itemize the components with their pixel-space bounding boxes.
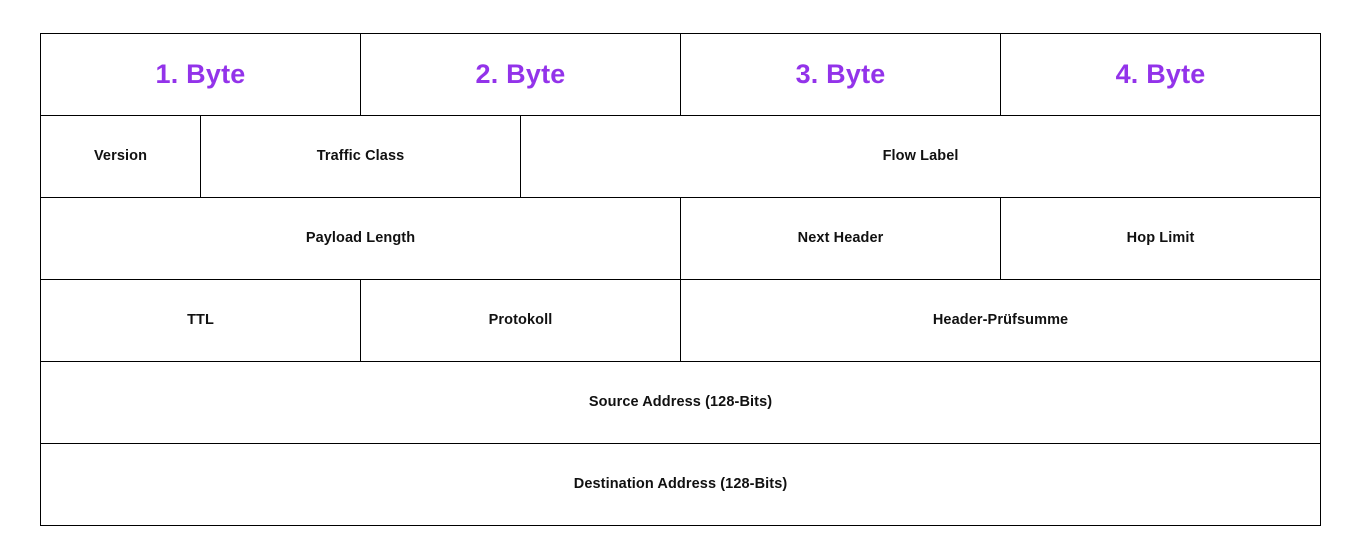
field-source-address: Source Address (128-Bits): [39, 361, 1322, 444]
field-payload-length: Payload Length: [39, 197, 682, 280]
field-next-header: Next Header: [680, 197, 1002, 280]
byte-header-row: 1. Byte 2. Byte 3. Byte 4. Byte: [39, 33, 1322, 116]
ipv6-header-diagram: 1. Byte 2. Byte 3. Byte 4. Byte Version …: [39, 33, 1322, 526]
destination-address-row: Destination Address (128-Bits): [39, 443, 1322, 526]
field-header-checksum: Header-Prüfsumme: [680, 279, 1322, 362]
field-flow-label: Flow Label: [520, 115, 1322, 198]
byte-column-header-3: 3. Byte: [680, 33, 1002, 116]
ipv6-header-table: 1. Byte 2. Byte 3. Byte 4. Byte Version …: [39, 33, 1322, 526]
field-version: Version: [40, 115, 201, 198]
field-ttl: TTL: [39, 279, 362, 362]
field-protokoll: Protokoll: [360, 279, 682, 362]
field-destination-address: Destination Address (128-Bits): [39, 443, 1322, 526]
byte-column-header-1: 1. Byte: [39, 33, 362, 116]
field-traffic-class: Traffic Class: [199, 115, 522, 198]
byte-column-header-2: 2. Byte: [360, 33, 682, 116]
version-traffic-flow-row: Version Traffic Class Flow Label: [40, 115, 1322, 198]
source-address-row: Source Address (128-Bits): [39, 361, 1322, 444]
field-hop-limit: Hop Limit: [1000, 197, 1322, 280]
payload-next-hop-row: Payload Length Next Header Hop Limit: [39, 197, 1322, 280]
byte-column-header-4: 4. Byte: [1000, 33, 1322, 116]
ttl-protokoll-checksum-row: TTL Protokoll Header-Prüfsumme: [39, 279, 1322, 362]
header-table-body: 1. Byte 2. Byte 3. Byte 4. Byte Version …: [39, 33, 1322, 526]
